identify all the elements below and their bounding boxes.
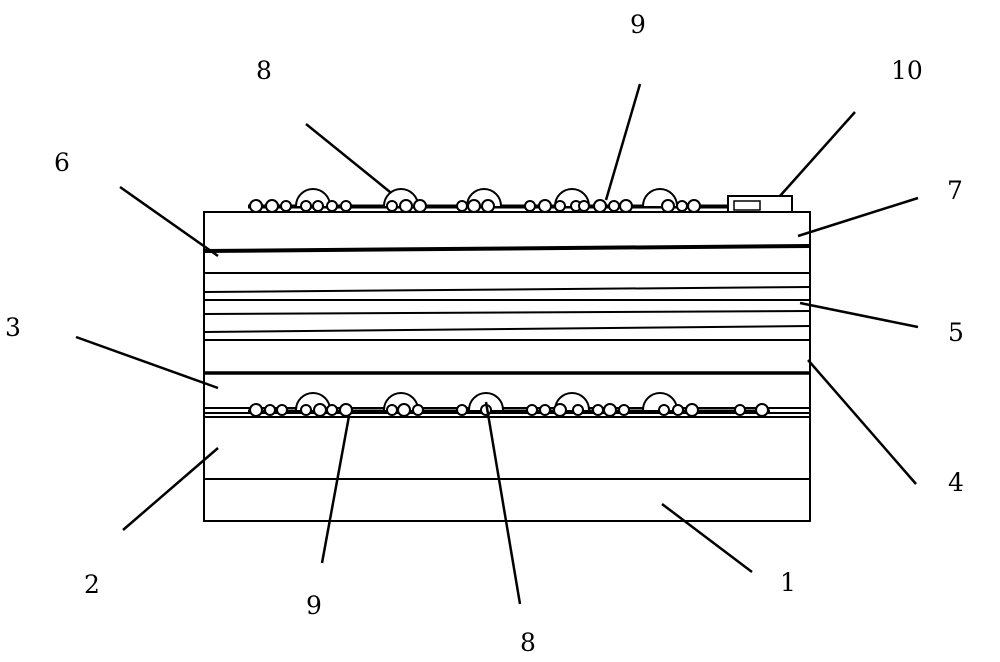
leader-line-7 [797, 196, 919, 238]
layer-line [203, 310, 811, 315]
device-body [203, 211, 811, 522]
label-bottom-8: 8 [520, 628, 536, 657]
label-1: 1 [780, 568, 796, 597]
led-dome [468, 392, 504, 411]
layer-7-boundary [203, 244, 811, 253]
stack-outline [203, 211, 811, 522]
leader-line-4 [807, 359, 917, 485]
label-10: 10 [891, 56, 923, 85]
leader-line-10 [779, 111, 856, 197]
leader-line-bottom-8 [484, 401, 522, 605]
leader-line-2 [122, 447, 219, 531]
label-4: 4 [948, 468, 964, 497]
middle-component-row [248, 392, 770, 417]
leader-lines [75, 83, 919, 605]
connector-inner [733, 200, 761, 211]
leader-line-3 [75, 335, 219, 390]
leader-line-bottom-9 [320, 415, 351, 564]
label-2: 2 [84, 570, 100, 599]
label-7: 7 [947, 176, 963, 205]
bead-components [249, 403, 769, 417]
label-top-8: 8 [256, 56, 272, 85]
leader-line-6 [119, 185, 219, 258]
layer-line [203, 286, 811, 293]
leader-line-top-9 [604, 83, 642, 201]
label-5: 5 [948, 318, 964, 347]
bead-components [249, 199, 761, 213]
label-6: 6 [54, 148, 70, 177]
top-component-row [248, 188, 793, 213]
label-3: 3 [5, 313, 21, 342]
led-dome [642, 392, 678, 411]
label-bottom-9: 9 [306, 591, 322, 620]
leader-line-1 [661, 503, 753, 573]
leader-line-5 [799, 301, 919, 329]
label-top-9: 9 [630, 10, 646, 39]
layer-line [203, 325, 811, 333]
leader-line-top-8 [305, 123, 391, 193]
